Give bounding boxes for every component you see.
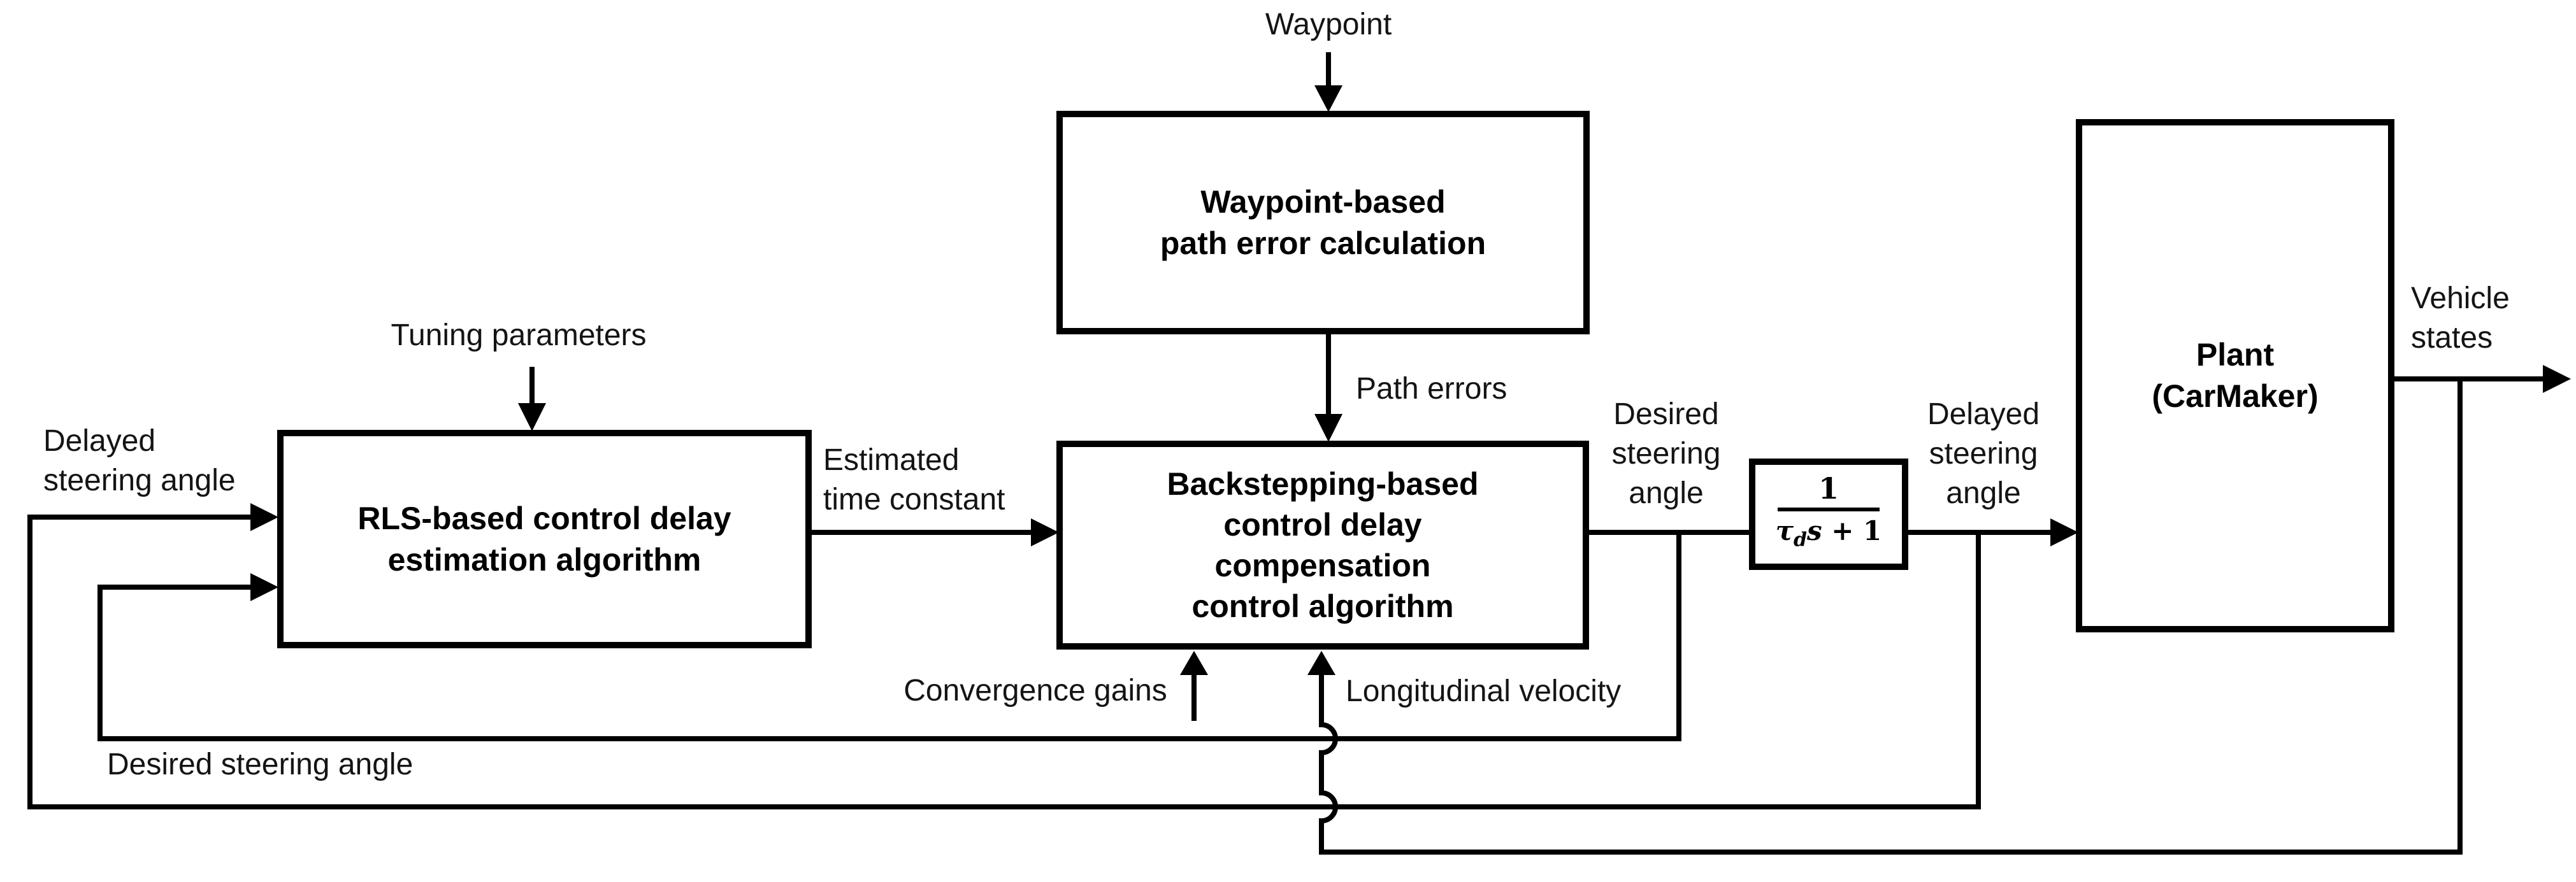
plant-box: Plant (CarMaker) xyxy=(2076,119,2394,632)
delayed-steering-angle-input-label: Delayed steering angle xyxy=(43,422,236,501)
arrowhead-delayed-steering-out xyxy=(2050,518,2078,546)
arrowhead-delayed-steering-feedback xyxy=(250,503,278,531)
s-symbol: s xyxy=(1806,515,1822,547)
delay-transfer-function: 1 τds + 1 xyxy=(1776,473,1882,555)
wire-desired-steering-feedback xyxy=(97,530,1681,741)
vehicle-states-label: Vehicle states xyxy=(2411,279,2510,358)
estimated-time-constant-label: Estimated time constant xyxy=(823,441,1005,520)
plus-one: + 1 xyxy=(1822,515,1882,547)
arrowhead-desired-steering-feedback xyxy=(250,573,278,601)
tau-subscript: d xyxy=(1793,529,1807,551)
backstepping-label-line1: Backstepping-based xyxy=(1167,466,1479,502)
rls-estimation-box: RLS-based control delay estimation algor… xyxy=(277,430,812,648)
backstepping-controller-box: Backstepping-based control delay compens… xyxy=(1056,441,1589,650)
delayed-steering-angle-input-line2: steering angle xyxy=(43,464,236,497)
tau-symbol: τ xyxy=(1775,515,1794,547)
backstepping-label-line2: control delay xyxy=(1223,507,1422,543)
desired-steering-angle-line2: steering xyxy=(1611,437,1721,471)
waypoint-path-error-label-line2: path error calculation xyxy=(1160,225,1486,261)
delay-transfer-function-box: 1 τds + 1 xyxy=(1749,459,1908,570)
path-errors-label: Path errors xyxy=(1356,372,1507,406)
arrowhead-longitudinal-velocity xyxy=(1307,651,1335,675)
plant-label-line2: (CarMaker) xyxy=(2152,378,2319,414)
arrowhead-tuning-parameters xyxy=(518,403,546,431)
vehicle-states-line1: Vehicle xyxy=(2411,281,2510,315)
backstepping-label-line3: compensation xyxy=(1214,548,1431,583)
arrowhead-waypoint-input xyxy=(1314,85,1342,112)
delayed-steering-angle-line2: steering xyxy=(1929,437,2038,471)
waypoint-path-error-box: Waypoint-based path error calculation xyxy=(1056,111,1590,334)
estimated-time-constant-line1: Estimated xyxy=(823,443,960,477)
desired-steering-angle-line3: angle xyxy=(1629,476,1704,510)
delayed-steering-angle-line1: Delayed xyxy=(1927,397,2040,431)
arrowhead-vehicle-states-out xyxy=(2543,365,2571,393)
plant-label-line1: Plant xyxy=(2196,337,2275,373)
rls-estimation-label-line1: RLS-based control delay xyxy=(357,500,731,536)
transfer-function-numerator: 1 xyxy=(1818,471,1839,506)
desired-steering-angle-label: Desired steering angle xyxy=(1612,395,1721,513)
desired-steering-angle-line1: Desired xyxy=(1613,397,1719,431)
transfer-function-denominator: τds + 1 xyxy=(1776,516,1882,555)
convergence-gains-label: Convergence gains xyxy=(903,674,1167,708)
arrowhead-estimated-time-constant xyxy=(1031,518,1059,546)
waypoint-signal-label: Waypoint xyxy=(1265,8,1392,41)
wire-delayed-steering-feedback xyxy=(27,515,1981,809)
longitudinal-velocity-label: Longitudinal velocity xyxy=(1346,674,1622,708)
waypoint-path-error-label-line1: Waypoint-based xyxy=(1200,183,1446,220)
arrowhead-path-errors xyxy=(1314,414,1342,442)
vehicle-states-line2: states xyxy=(2411,321,2493,355)
wire-longitudinal-velocity-feedback xyxy=(1319,376,2463,855)
fraction-bar xyxy=(1777,508,1880,512)
rls-estimation-label-line2: estimation algorithm xyxy=(387,541,702,578)
delayed-steering-angle-input-line1: Delayed xyxy=(43,424,156,458)
arrowhead-convergence-gains xyxy=(1180,651,1208,675)
delayed-steering-angle-label: Delayed steering angle xyxy=(1927,395,2040,513)
tuning-parameters-label: Tuning parameters xyxy=(391,318,647,352)
backstepping-label-line4: control algorithm xyxy=(1191,588,1454,624)
delayed-steering-angle-line3: angle xyxy=(1946,476,2021,510)
estimated-time-constant-line2: time constant xyxy=(823,483,1005,516)
desired-steering-angle-feedback-label: Desired steering angle xyxy=(107,748,414,781)
